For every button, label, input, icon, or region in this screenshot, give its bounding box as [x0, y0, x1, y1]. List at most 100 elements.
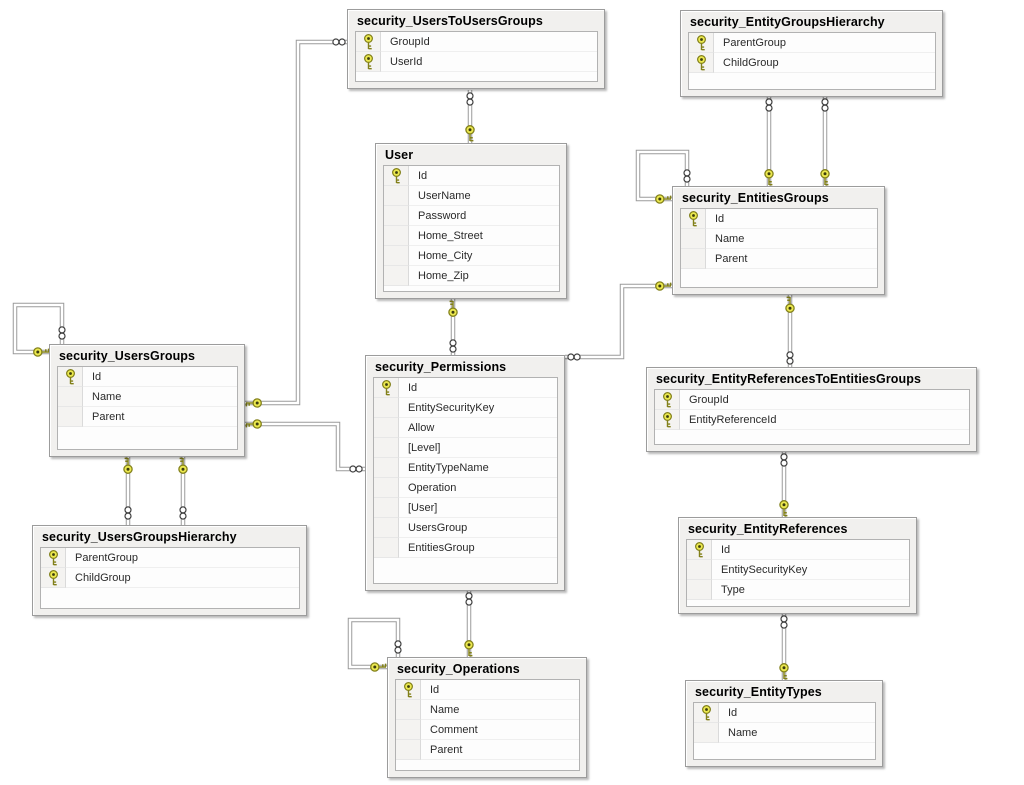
relationship-connector[interactable]	[245, 421, 365, 472]
table-title[interactable]: security_EntityGroupsHierarchy	[690, 15, 885, 29]
table-column-row[interactable]: GroupId	[356, 32, 597, 52]
table-column-row[interactable]: Id	[687, 540, 909, 560]
table-column-row[interactable]: UserName	[384, 186, 559, 206]
table-column-row[interactable]: Operation	[374, 478, 557, 498]
column-name: Name	[719, 723, 875, 743]
table-column-row[interactable]: ChildGroup	[41, 568, 299, 588]
table-column-row[interactable]: Type	[687, 580, 909, 600]
table-title[interactable]: security_UsersGroups	[59, 349, 196, 363]
table-column-row[interactable]: [User]	[374, 498, 557, 518]
one-end-key-icon	[764, 169, 774, 186]
column-name: Id	[421, 680, 579, 700]
row-selector-cell	[374, 438, 399, 458]
many-end-infinity-icon	[449, 339, 457, 353]
primary-key-icon	[356, 32, 381, 52]
table-column-row[interactable]: Home_Zip	[384, 266, 559, 286]
row-selector-cell	[374, 478, 399, 498]
table-column-row[interactable]: EntitySecurityKey	[374, 398, 557, 418]
column-name: Id	[719, 703, 875, 723]
many-end-infinity-icon	[765, 98, 773, 112]
one-end-key-icon	[123, 457, 133, 474]
table-column-row[interactable]: UsersGroup	[374, 518, 557, 538]
row-selector-cell	[58, 387, 83, 407]
row-selector-cell	[396, 700, 421, 720]
relationship-connector[interactable]	[565, 283, 672, 360]
column-name: Parent	[706, 249, 877, 269]
primary-key-icon	[655, 390, 680, 410]
row-selector-cell	[374, 458, 399, 478]
row-selector-cell	[384, 206, 409, 226]
column-name: UserId	[381, 52, 597, 72]
table-column-row[interactable]: Id	[681, 209, 877, 229]
table-title[interactable]: security_Operations	[397, 662, 520, 676]
table-column-row[interactable]: Id	[58, 367, 237, 387]
table-title[interactable]: security_Permissions	[375, 360, 507, 374]
column-name: Id	[706, 209, 877, 229]
table-column-row[interactable]: Id	[694, 703, 875, 723]
many-end-infinity-icon	[394, 640, 402, 654]
table-column-row[interactable]: Password	[384, 206, 559, 226]
primary-key-icon	[681, 209, 706, 229]
one-end-key-icon	[245, 398, 262, 408]
table-column-row[interactable]: Name	[681, 229, 877, 249]
relationship-connector[interactable]	[245, 39, 347, 406]
table-column-row[interactable]: [Level]	[374, 438, 557, 458]
table-column-row[interactable]: ChildGroup	[689, 53, 935, 73]
row-selector-cell	[374, 518, 399, 538]
table-column-row[interactable]: Id	[374, 378, 557, 398]
row-selector-cell	[374, 398, 399, 418]
many-end-infinity-icon	[124, 506, 132, 520]
table-title[interactable]: security_EntitiesGroups	[682, 191, 829, 205]
table-title[interactable]: security_UsersToUsersGroups	[357, 14, 543, 28]
many-end-infinity-icon	[821, 98, 829, 112]
table-column-row[interactable]: ParentGroup	[689, 33, 935, 53]
table-column-row[interactable]: EntityTypeName	[374, 458, 557, 478]
row-selector-cell	[687, 560, 712, 580]
row-selector-cell	[384, 186, 409, 206]
table-column-row[interactable]: Name	[694, 723, 875, 743]
many-end-infinity-icon	[349, 465, 363, 473]
table-column-row[interactable]: Parent	[58, 407, 237, 427]
table-title[interactable]: security_EntityReferencesToEntitiesGroup…	[656, 372, 922, 386]
table-column-row[interactable]: ParentGroup	[41, 548, 299, 568]
table-column-row[interactable]: EntitiesGroup	[374, 538, 557, 558]
table-column-row[interactable]: EntityReferenceId	[655, 410, 969, 430]
table-title[interactable]: User	[385, 148, 414, 162]
table-column-row[interactable]: Allow	[374, 418, 557, 438]
table-title[interactable]: security_EntityTypes	[695, 685, 822, 699]
column-name: EntityTypeName	[399, 458, 557, 478]
table-column-row[interactable]: Home_City	[384, 246, 559, 266]
table-security_EntityReferencesToEntitiesGroups[interactable]: security_EntityReferencesToEntitiesGroup…	[646, 367, 977, 452]
table-column-row[interactable]: Id	[384, 166, 559, 186]
table-column-row[interactable]: Id	[396, 680, 579, 700]
table-column-row[interactable]: UserId	[356, 52, 597, 72]
table-column-row[interactable]: Comment	[396, 720, 579, 740]
table-column-row[interactable]: Name	[58, 387, 237, 407]
table-column-row[interactable]: Home_Street	[384, 226, 559, 246]
table-column-row[interactable]: GroupId	[655, 390, 969, 410]
table-column-row[interactable]: Parent	[681, 249, 877, 269]
column-name: EntitySecurityKey	[399, 398, 557, 418]
primary-key-icon	[694, 703, 719, 723]
table-column-row[interactable]: Parent	[396, 740, 579, 760]
relationship-connector-fill	[565, 284, 672, 359]
primary-key-icon	[689, 33, 714, 53]
table-title[interactable]: security_UsersGroupsHierarchy	[42, 530, 237, 544]
table-title[interactable]: security_EntityReferences	[688, 522, 848, 536]
table-column-row[interactable]: Name	[396, 700, 579, 720]
table-column-row[interactable]: EntitySecurityKey	[687, 560, 909, 580]
primary-key-icon	[356, 52, 381, 72]
